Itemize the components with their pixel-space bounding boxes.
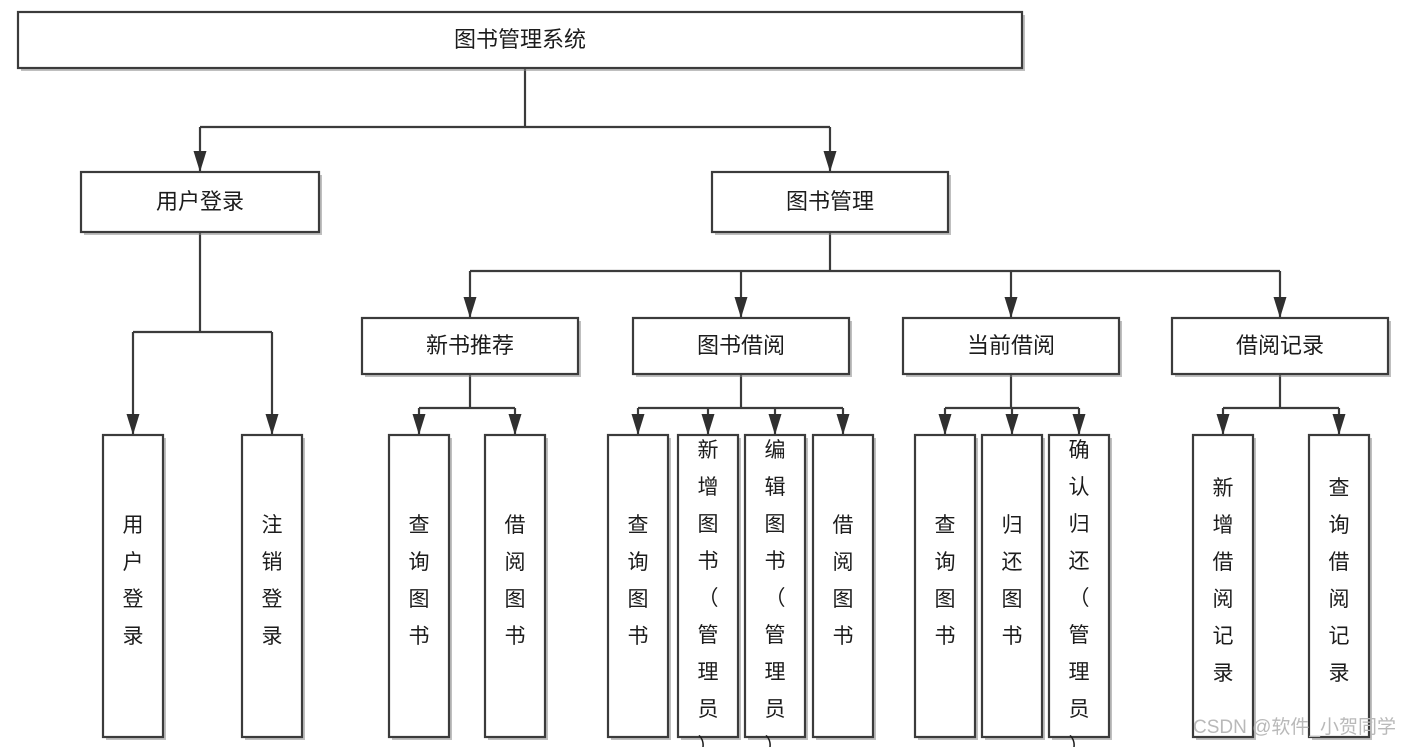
node-label: 编辑图书（管理员） [765, 439, 786, 747]
node-book-borrow[interactable]: 图书借阅 [631, 316, 852, 377]
arrow-head [265, 414, 279, 435]
arrow-head [631, 414, 645, 435]
arrow-head [1216, 414, 1230, 435]
node-rect[interactable] [901, 316, 1121, 376]
node-rect[interactable] [913, 433, 977, 739]
node-label: 借阅图书 [833, 514, 854, 648]
node-label: 查询图书 [409, 514, 430, 648]
node-rect[interactable] [980, 433, 1044, 739]
node-label: 当前借阅 [967, 333, 1055, 358]
node-leaf-edit-book-admin[interactable]: 编辑图书（管理员） [743, 433, 808, 747]
arrow-head [734, 297, 748, 318]
node-rect[interactable] [387, 433, 451, 739]
node-rect[interactable] [1307, 433, 1371, 739]
arrow-head [1332, 414, 1346, 435]
node-rect[interactable] [676, 433, 740, 739]
node-rect[interactable] [101, 433, 165, 739]
node-label: 新增借阅记录 [1213, 477, 1234, 685]
arrow-head [193, 151, 207, 172]
arrow-head [1072, 414, 1086, 435]
arrow-head [701, 414, 715, 435]
node-label: 查询借阅记录 [1329, 477, 1350, 685]
csdn-watermark: CSDN @软件_小贺同学 [1193, 716, 1396, 738]
node-leaf-query-books-3[interactable]: 查询图书 [913, 433, 978, 740]
node-root[interactable]: 图书管理系统 [16, 10, 1025, 71]
node-borrow-record[interactable]: 借阅记录 [1170, 316, 1391, 377]
node-rect[interactable] [240, 433, 304, 739]
arrow-head [823, 151, 837, 172]
node-leaf-borrow-books-1[interactable]: 借阅图书 [483, 433, 548, 740]
arrow-head [1273, 297, 1287, 318]
arrow-head [836, 414, 850, 435]
node-label: 查询图书 [935, 514, 956, 648]
node-label: 借阅记录 [1236, 333, 1324, 358]
node-rect[interactable] [1047, 433, 1111, 739]
arrow-head [412, 414, 426, 435]
connector-layer [126, 68, 1346, 435]
node-current-borrow[interactable]: 当前借阅 [901, 316, 1122, 377]
node-rect[interactable] [811, 433, 875, 739]
watermark-layer: CSDN @软件_小贺同学 [1193, 716, 1396, 738]
node-leaf-query-books-1[interactable]: 查询图书 [387, 433, 452, 740]
node-layer: 图书管理系统用户登录图书管理新书推荐图书借阅当前借阅借阅记录用户登录注销登录查询… [16, 10, 1391, 747]
node-leaf-borrow-books-2[interactable]: 借阅图书 [811, 433, 876, 740]
node-rect[interactable] [631, 316, 851, 376]
node-leaf-confirm-return-admin[interactable]: 确认归还（管理员） [1047, 433, 1112, 747]
node-rect[interactable] [606, 433, 670, 739]
node-rect[interactable] [360, 316, 580, 376]
node-leaf-return-books[interactable]: 归还图书 [980, 433, 1045, 740]
node-user-login[interactable]: 用户登录 [79, 170, 322, 235]
arrow-head [1005, 414, 1019, 435]
node-leaf-logout-login[interactable]: 注销登录 [240, 433, 305, 740]
arrow-head [938, 414, 952, 435]
node-new-book-recommend[interactable]: 新书推荐 [360, 316, 581, 377]
node-book-management[interactable]: 图书管理 [710, 170, 951, 235]
arrow-head [126, 414, 140, 435]
node-label: 图书管理 [786, 189, 874, 214]
node-label: 确认归还（管理员） [1069, 439, 1090, 747]
node-rect[interactable] [79, 170, 321, 234]
node-label: 用户登录 [156, 189, 244, 214]
node-label: 新增图书（管理员） [698, 439, 719, 747]
node-rect[interactable] [743, 433, 807, 739]
node-rect[interactable] [483, 433, 547, 739]
arrow-head [463, 297, 477, 318]
node-label: 新书推荐 [426, 333, 514, 358]
arrow-head [508, 414, 522, 435]
node-rect[interactable] [710, 170, 950, 234]
node-rect[interactable] [16, 10, 1024, 70]
node-leaf-add-borrow-record[interactable]: 新增借阅记录 [1191, 433, 1256, 740]
node-label: 归还图书 [1002, 514, 1023, 648]
node-leaf-query-borrow-record[interactable]: 查询借阅记录 [1307, 433, 1372, 740]
node-label: 图书借阅 [697, 333, 785, 358]
node-rect[interactable] [1170, 316, 1390, 376]
node-label: 查询图书 [628, 514, 649, 648]
node-leaf-add-book-admin[interactable]: 新增图书（管理员） [676, 433, 741, 747]
arrow-head [768, 414, 782, 435]
arrow-head [1004, 297, 1018, 318]
node-label: 图书管理系统 [454, 27, 586, 52]
node-rect[interactable] [1191, 433, 1255, 739]
node-label: 注销登录 [262, 514, 283, 648]
node-label: 用户登录 [123, 514, 144, 648]
node-label: 借阅图书 [505, 514, 526, 648]
node-leaf-user-login[interactable]: 用户登录 [101, 433, 166, 740]
node-leaf-query-books-2[interactable]: 查询图书 [606, 433, 671, 740]
